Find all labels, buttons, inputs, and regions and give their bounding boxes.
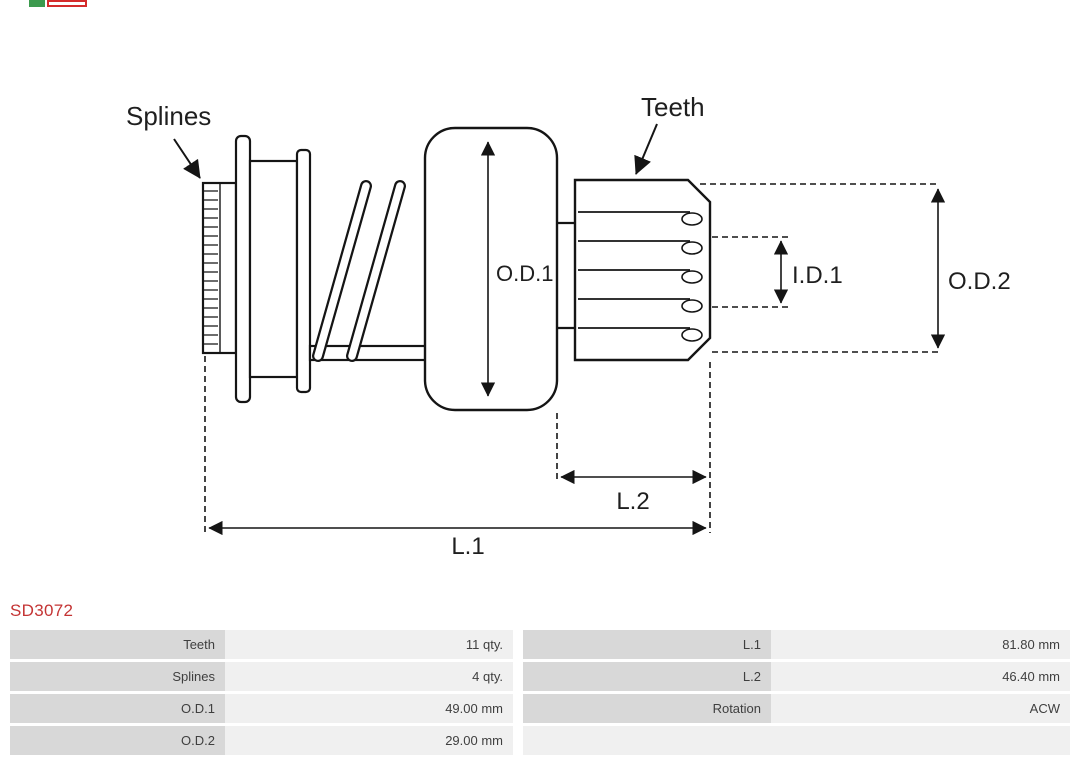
brand-mark-green <box>29 0 45 7</box>
neck <box>557 221 575 330</box>
spec-empty-cell <box>771 726 1070 755</box>
table-row: Teeth 11 qty. L.1 81.80 mm <box>10 630 1070 659</box>
table-row: Splines 4 qty. L.2 46.40 mm <box>10 662 1070 691</box>
id1-label: I.D.1 <box>792 262 843 289</box>
spec-label-cell: O.D.2 <box>10 726 225 755</box>
brand-mark-red <box>47 0 87 7</box>
flange-disc-left <box>234 134 252 404</box>
spec-label-cell: O.D.1 <box>10 694 225 723</box>
splines-label: Splines <box>126 101 211 131</box>
spec-label-cell: L.2 <box>523 662 771 691</box>
od2-label: O.D.2 <box>948 268 1011 295</box>
starter-drive-diagram: Splines Teeth O.D.1 I.D.1 O.D.2 L.2 L.1 <box>126 92 1011 560</box>
spec-label-cell: L.1 <box>523 630 771 659</box>
spec-table: Teeth 11 qty. L.1 81.80 mm Splines 4 qty… <box>10 627 1070 758</box>
spec-value-cell: 11 qty. <box>225 630 523 659</box>
table-row: O.D.2 29.00 mm <box>10 726 1070 755</box>
l2-label: L.2 <box>616 488 649 515</box>
spec-label-cell: Splines <box>10 662 225 691</box>
construction-lines <box>204 183 938 533</box>
technical-drawing: Splines Teeth O.D.1 I.D.1 O.D.2 L.2 L.1 <box>126 92 1011 560</box>
flange-disc-right <box>295 148 312 394</box>
leader-arrows <box>173 123 658 179</box>
part-outline-group <box>201 126 712 412</box>
spec-value-cell: 49.00 mm <box>225 694 523 723</box>
splines-leader-arrow <box>173 138 201 179</box>
spring-coil-1 <box>314 182 370 360</box>
spec-label-cell: Teeth <box>10 630 225 659</box>
part-code: SD3072 <box>10 601 74 620</box>
spec-label-cell: Rotation <box>523 694 771 723</box>
dimension-arrows <box>208 141 946 536</box>
brand-logo <box>29 0 87 7</box>
spline-hatching <box>204 190 218 345</box>
spec-value-cell: 81.80 mm <box>771 630 1070 659</box>
teeth-leader-arrow <box>634 123 658 175</box>
shaft-segment <box>308 344 428 362</box>
teeth-label: Teeth <box>641 92 705 122</box>
od1-label: O.D.1 <box>496 261 553 286</box>
spec-value-cell: 4 qty. <box>225 662 523 691</box>
spring-coil-2 <box>348 182 404 360</box>
spec-value-cell: 46.40 mm <box>771 662 1070 691</box>
table-row: O.D.1 49.00 mm Rotation ACW <box>10 694 1070 723</box>
l1-label: L.1 <box>451 533 484 560</box>
spec-empty-cell <box>523 726 771 755</box>
gear-teeth-lines <box>578 211 690 329</box>
spec-value-cell: ACW <box>771 694 1070 723</box>
gear-teeth-tips <box>681 212 703 342</box>
hub-body <box>248 159 299 379</box>
spec-value-cell: 29.00 mm <box>225 726 523 755</box>
